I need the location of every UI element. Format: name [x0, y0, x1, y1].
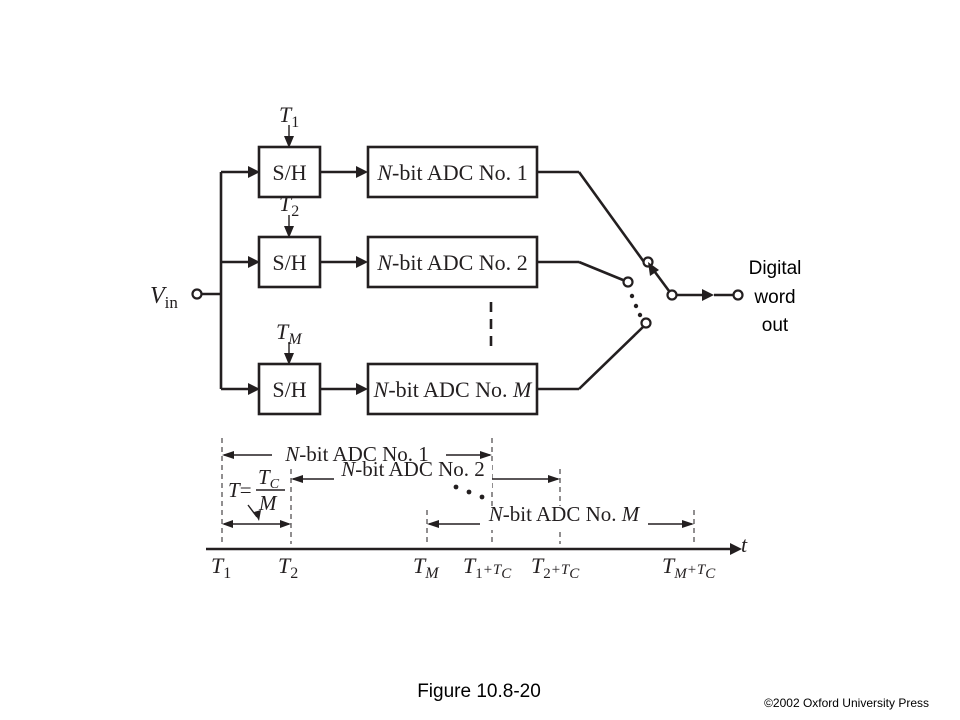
interval-t-left-arrow	[222, 520, 233, 528]
arrow-to-adc-1	[356, 166, 368, 178]
input-terminal	[191, 288, 203, 300]
clock-arrow-1	[284, 136, 294, 148]
adc-block-2	[366, 235, 539, 289]
tick-tm-plus-tc: TM+TC	[662, 553, 716, 582]
arrow-to-adc-m	[356, 383, 368, 395]
switch-dot-1	[629, 293, 635, 299]
switch-dot-3	[637, 312, 643, 318]
switch-wiper	[650, 267, 674, 296]
switch-wiper-arrow	[648, 262, 659, 276]
interval-adc-2-right-arrow	[548, 475, 560, 483]
arrow-to-sh-2	[248, 256, 260, 268]
formula-lhs: T=	[228, 478, 252, 502]
sh-label-2: S/H	[272, 250, 306, 275]
switch-pivot	[666, 289, 678, 301]
switch-contact-2	[622, 276, 634, 288]
interval-adc-2-label: N-bit ADC No. 2	[340, 457, 485, 481]
tick-t1: T1	[211, 553, 231, 582]
switch-arm-2	[578, 260, 624, 282]
formula-leader	[247, 504, 258, 518]
formula-leader-arrow	[254, 510, 261, 521]
interval-adc-1-label: N-bit ADC No. 1	[284, 442, 429, 466]
interval-adc-m-label-bg	[480, 506, 648, 530]
interval-adc-1-label-bg	[272, 440, 446, 464]
interval-adc-m-right-arrow	[682, 520, 694, 528]
output-label-line1: Digital	[749, 258, 802, 279]
tick-t2-plus-tc: T2+TC	[531, 553, 580, 582]
interval-adc-1-left-arrow	[222, 451, 234, 459]
interval-adc-2-left-arrow	[291, 475, 303, 483]
copyright-notice: ©2002 Oxford University Press	[764, 696, 929, 710]
clock-arrow-m	[284, 353, 294, 365]
output-terminal	[732, 289, 744, 301]
switch-dot-2	[633, 303, 639, 309]
sh-label-1: S/H	[272, 160, 306, 185]
timing-dot-1	[453, 484, 459, 490]
time-axis-label: t	[741, 532, 748, 557]
switch-arm-m	[578, 326, 644, 390]
clock-label-1: T1	[279, 102, 299, 131]
clock-label-2: T2	[279, 191, 299, 220]
tick-t2: T2	[278, 553, 298, 582]
arrow-to-sh-m	[248, 383, 260, 395]
figure-caption: Figure 10.8-20	[417, 681, 541, 702]
interval-adc-m-label: N-bit ADC No. M	[488, 502, 641, 526]
switch-contact-m	[640, 317, 652, 329]
interval-adc-1-right-arrow	[480, 451, 492, 459]
adc-label-1: N-bit ADC No. 1	[376, 160, 527, 185]
adc-label-m: N-bit ADC No. M	[373, 377, 533, 402]
adc-block-1	[366, 145, 539, 199]
timing-dot-2	[466, 489, 472, 495]
sh-label-m: S/H	[272, 377, 306, 402]
formula-denominator: M	[258, 491, 278, 515]
sh-block-2	[257, 235, 322, 289]
adc-block-m	[366, 362, 539, 416]
interval-adc-m-left-arrow	[427, 520, 439, 528]
output-label-line2: word	[753, 287, 795, 308]
clock-arrow-2	[284, 226, 294, 238]
arrow-to-adc-2	[356, 256, 368, 268]
interval-adc-2-label-bg	[334, 464, 492, 488]
clock-label-m: TM	[276, 319, 303, 348]
input-label: Vin	[150, 283, 178, 312]
switch-arm-1	[577, 171, 646, 263]
arrow-to-sh-1	[248, 166, 260, 178]
formula-numerator: TC	[258, 465, 280, 492]
sh-block-1	[257, 145, 322, 199]
timing-dot-3	[479, 494, 485, 500]
time-axis-arrow	[730, 543, 742, 555]
tick-tm: TM	[413, 553, 440, 582]
tick-t1-plus-tc: T1+TC	[463, 553, 512, 582]
output-arrow	[702, 289, 714, 301]
output-label-line3: out	[762, 315, 789, 336]
adc-label-2: N-bit ADC No. 2	[376, 250, 527, 275]
interval-t-right-arrow	[280, 520, 291, 528]
